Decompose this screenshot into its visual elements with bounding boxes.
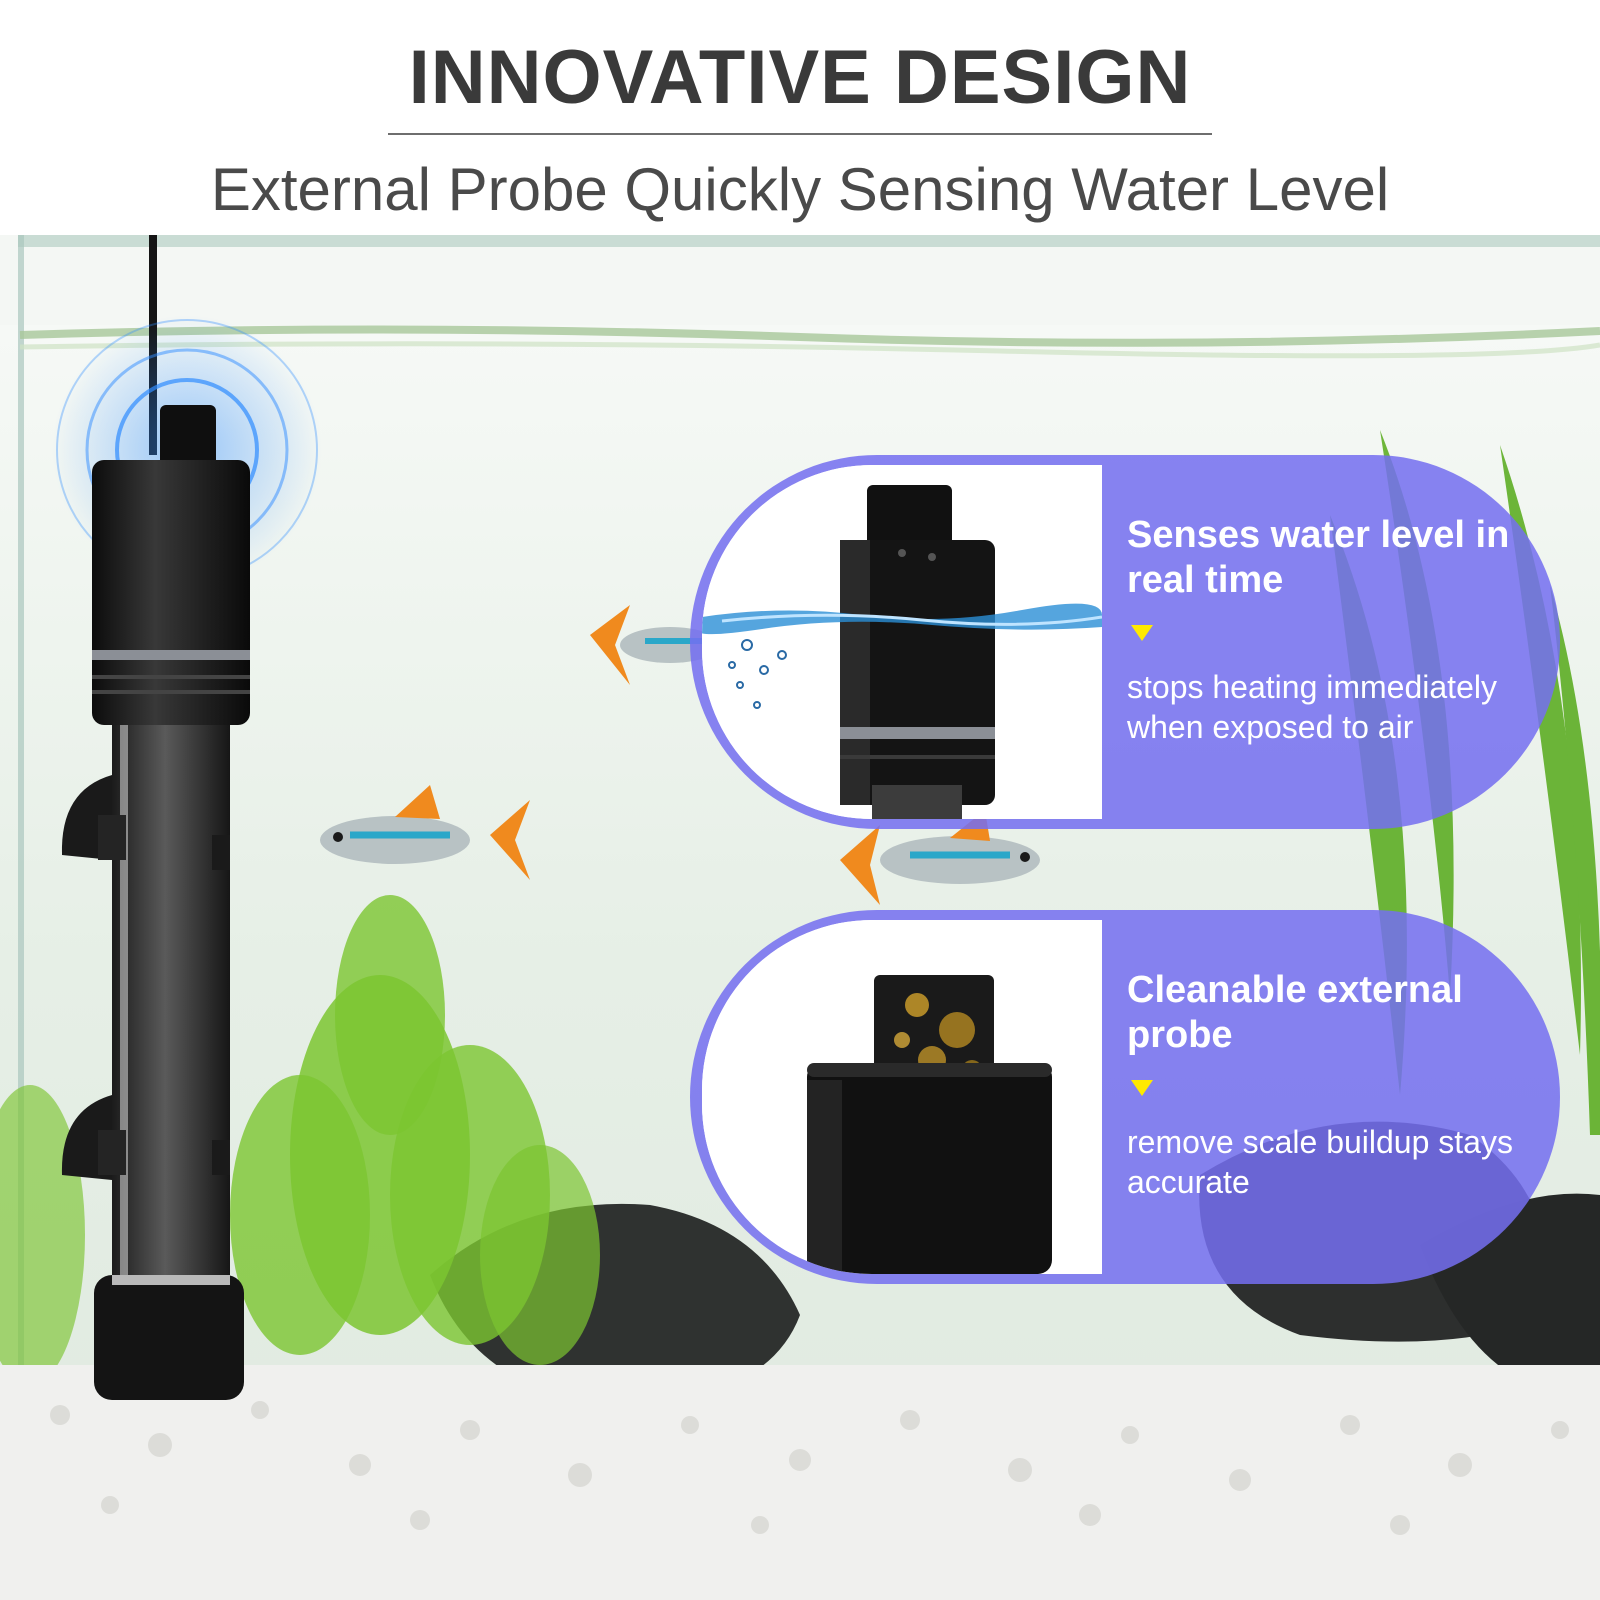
probe-scale-photo	[702, 920, 1102, 1274]
feature-title: Senses water level in real time	[1127, 514, 1510, 601]
feature-description: remove scale buildup stays accurate	[1127, 1124, 1513, 1200]
down-triangle-arrow-icon	[1131, 625, 1153, 641]
down-triangle-arrow-icon	[1131, 1080, 1153, 1096]
title-divider	[388, 133, 1212, 135]
page-subtitle: External Probe Quickly Sensing Water Lev…	[210, 156, 1390, 223]
callout-text: Cleanable external probe remove scale bu…	[1127, 968, 1547, 1202]
fish-3	[840, 810, 1040, 905]
feature-title: Cleanable external probe	[1127, 969, 1463, 1056]
callout-text: Senses water level in real time stops he…	[1127, 513, 1547, 747]
page-title: INNOVATIVE DESIGN	[408, 35, 1192, 120]
fish-2	[320, 785, 530, 880]
feature-callout-cleanable-probe: Cleanable external probe remove scale bu…	[690, 910, 1560, 1284]
feature-description: stops heating immediately when exposed t…	[1127, 669, 1497, 745]
probe-water-level-photo	[702, 465, 1102, 819]
feature-callout-water-level: Senses water level in real time stops he…	[690, 455, 1560, 829]
heater	[52, 235, 322, 1400]
header: INNOVATIVE DESIGN External Probe Quickly…	[0, 0, 1600, 235]
